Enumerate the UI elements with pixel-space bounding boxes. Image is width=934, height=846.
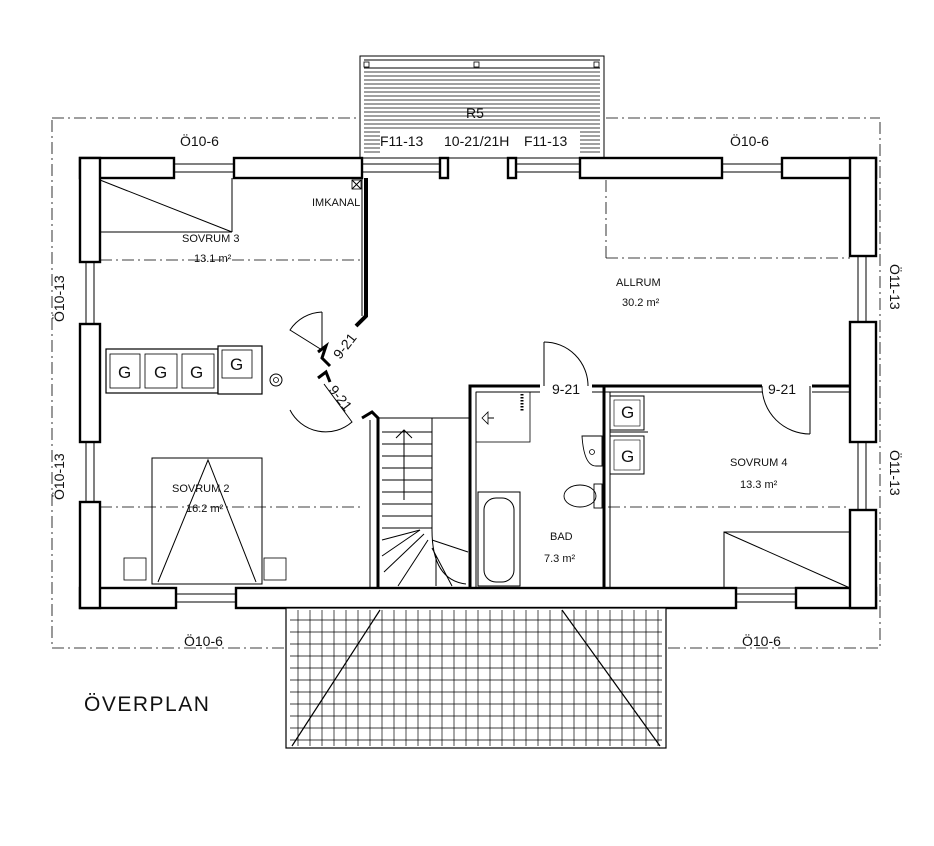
room-name-sovrum2: SOVRUM 2: [172, 483, 229, 495]
wardrobe-g5: G: [621, 403, 634, 422]
wardrobe-g2: G: [154, 363, 167, 382]
window-label-bottom-right: Ö10-6: [742, 632, 781, 649]
room-area-bad: 7.3 m²: [544, 553, 576, 565]
wardrobe-g3: G: [190, 363, 203, 382]
exterior-walls: [78, 156, 878, 610]
room-area-sovrum2: 16.2 m²: [186, 503, 224, 515]
imkanal-label: IMKANAL: [312, 197, 360, 209]
window-label-left-upper: Ö10-13: [50, 275, 67, 322]
room-name-sovrum4: SOVRUM 4: [730, 457, 787, 469]
window-label-left-lower: Ö10-13: [50, 453, 67, 500]
wardrobe-g4: G: [230, 355, 243, 374]
room-name-sovrum3: SOVRUM 3: [182, 233, 239, 245]
bathroom-fixtures: [475, 391, 603, 587]
window-label-top-left: Ö10-6: [180, 132, 219, 149]
room-name-bad: BAD: [550, 531, 573, 543]
label-window-balcony-left: F11-13: [380, 133, 424, 149]
window-label-top-right: Ö10-6: [730, 132, 769, 149]
room-name-allrum: ALLRUM: [616, 277, 661, 289]
door-label-bad: 9-21: [552, 381, 580, 397]
wardrobe-g6: G: [621, 447, 634, 466]
room-area-sovrum3: 13.1 m²: [194, 253, 232, 265]
wardrobe-g1: G: [118, 363, 131, 382]
furniture: [99, 178, 851, 589]
staircase: [377, 417, 471, 589]
doors: [289, 311, 811, 435]
label-r5: R5: [466, 105, 484, 121]
balcony: [359, 55, 605, 159]
room-area-sovrum4: 13.3 m²: [740, 479, 778, 491]
door-label-sovrum3: 9-21: [330, 330, 360, 362]
window-label-right-upper: Ö11-13: [887, 264, 904, 310]
entrance-roof: [285, 607, 667, 749]
door-label-sovrum4: 9-21: [768, 381, 796, 397]
room-area-allrum: 30.2 m²: [622, 297, 660, 309]
door-label-sovrum2: 9-21: [326, 382, 356, 414]
page-title: ÖVERPLAN: [84, 693, 210, 716]
label-door-balcony: 10-21/21H: [444, 133, 509, 149]
window-label-right-lower: Ö11-13: [887, 450, 904, 496]
windows: [85, 163, 867, 603]
window-label-bottom-left: Ö10-6: [184, 632, 223, 649]
label-window-balcony-right: F11-13: [524, 133, 568, 149]
